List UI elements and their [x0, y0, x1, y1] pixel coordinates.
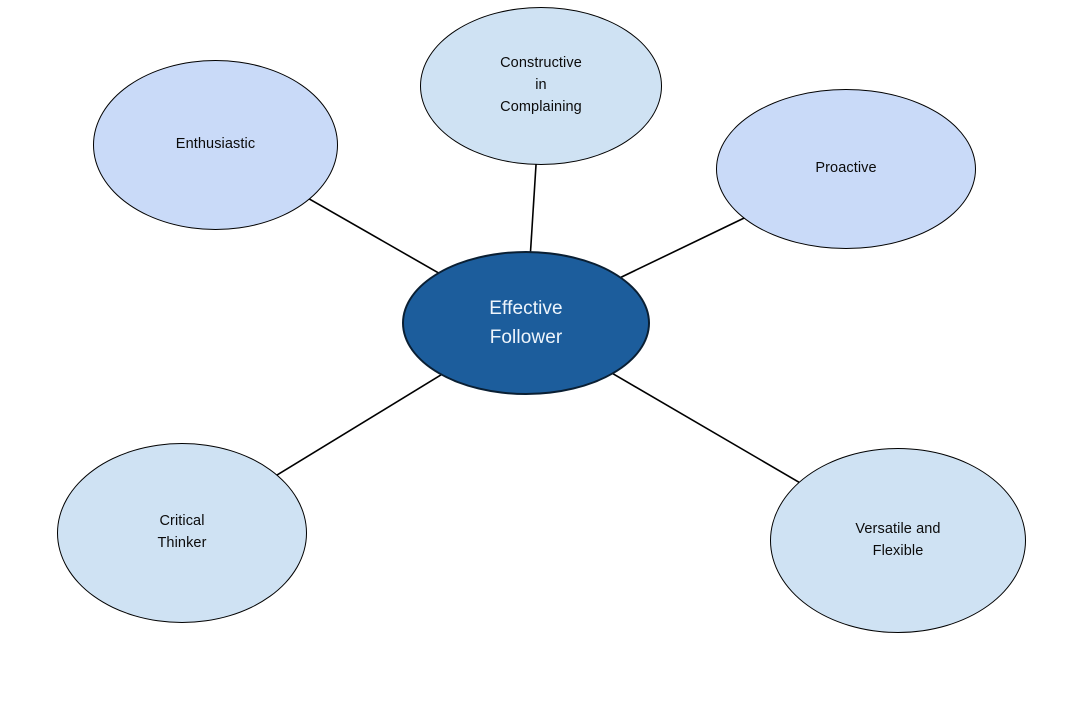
node-proactive: Proactive	[716, 89, 976, 249]
node-constructive-in-complaining: Constructive in Complaining	[420, 7, 662, 165]
node-enthusiastic-label: Enthusiastic	[175, 136, 256, 153]
node-critical-thinker-label: Critical Thinker	[157, 513, 207, 551]
node-constructive-label: Constructive in Complaining	[500, 55, 582, 115]
node-enthusiastic: Enthusiastic	[93, 60, 338, 230]
node-versatile-and-flexible-label: Versatile and Flexible	[855, 520, 941, 559]
node-proactive-label: Proactive	[815, 160, 877, 177]
node-versatile-and-flexible: Versatile and Flexible	[770, 448, 1026, 633]
node-critical-thinker: Critical Thinker	[57, 443, 307, 623]
node-effective-follower: Effective Follower	[402, 251, 650, 395]
node-effective-follower-label: Effective Follower	[489, 297, 563, 348]
